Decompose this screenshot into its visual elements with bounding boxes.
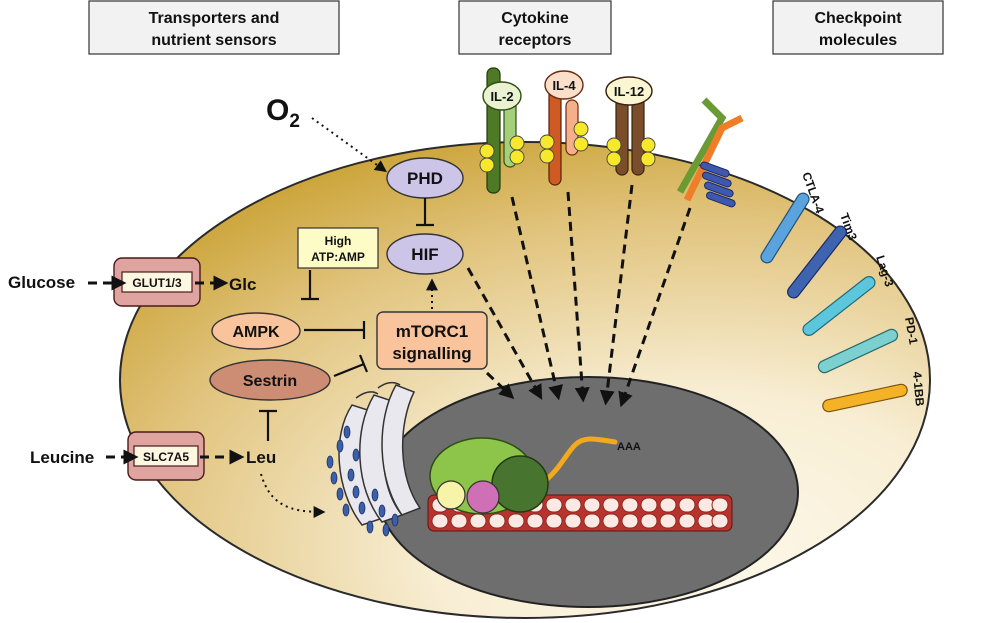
atp-amp-line1: High — [325, 234, 352, 248]
header-transporters: Transporters and nutrient sensors — [88, 0, 340, 55]
arrow-tcr-nucleus — [618, 207, 692, 408]
glut-label: GLUT1/3 — [132, 276, 182, 290]
poly-a-tail — [537, 436, 618, 488]
node-atp-amp: High ATP:AMP — [297, 227, 379, 269]
checkpoint-tim3: Tim3 — [787, 211, 860, 299]
glucose-label: Glucose — [8, 273, 75, 292]
glc-label: Glc — [229, 275, 256, 294]
tcr-complex — [676, 97, 744, 208]
endoplasmic-reticulum — [326, 381, 422, 537]
41bb-label: 4-1BB — [910, 371, 927, 407]
sestrin-label: Sestrin — [243, 373, 297, 390]
il4-receptor: IL-4 — [539, 70, 589, 186]
slc-label: SLC7A5 — [143, 450, 189, 464]
trna-yellow — [436, 480, 466, 510]
mtorc1-line1: mTORC1 — [396, 322, 468, 341]
arrow-mtorc1-nucleus — [485, 371, 515, 400]
inhibit-sestrin-mtorc1 — [333, 354, 369, 378]
inhibit-ampk-mtorc1 — [304, 321, 366, 339]
oxygen-label: O2 — [266, 94, 300, 132]
header-cytokine-line2: receptors — [499, 32, 572, 49]
phd-label: PHD — [407, 169, 443, 188]
inhibit-atp-ampk — [301, 270, 319, 301]
header-checkpoint-line2: molecules — [819, 32, 897, 49]
il12-receptor: IL-12 — [605, 76, 656, 176]
arrow-il4-nucleus — [566, 191, 590, 403]
checkpoint-pd1: PD-1 — [817, 316, 921, 374]
node-sestrin: Sestrin — [209, 359, 331, 401]
ampk-label: AMPK — [232, 324, 280, 341]
header-checkpoint: Checkpoint molecules — [772, 0, 944, 55]
glut-transporter: GLUT1/3 — [113, 257, 201, 307]
atp-amp-line2: ATP:AMP — [311, 250, 365, 264]
arrow-il2-nucleus — [510, 196, 563, 401]
leu-label: Leu — [246, 448, 276, 467]
trna-pink — [466, 480, 500, 514]
node-ampk: AMPK — [211, 312, 301, 350]
mtorc1-line2: signalling — [392, 344, 471, 363]
ribosome-complex: AAA — [427, 436, 733, 532]
il2-receptor: IL-2 — [479, 67, 525, 194]
il2-label: IL-2 — [490, 89, 513, 104]
hif-label: HIF — [411, 245, 438, 264]
header-checkpoint-line1: Checkpoint — [814, 10, 902, 27]
slc-transporter: SLC7A5 — [127, 431, 205, 481]
arrow-hif-nucleus — [466, 267, 543, 400]
node-phd: PHD — [386, 157, 464, 199]
node-mtorc1: mTORC1 signalling — [376, 311, 488, 370]
header-transporters-line1: Transporters and — [149, 10, 280, 27]
header-cytokine: Cytokine receptors — [458, 0, 612, 55]
ribosome-subunit-dark — [491, 455, 549, 513]
arrow-il12-nucleus — [599, 184, 634, 406]
il12-label: IL-12 — [614, 84, 644, 99]
inhibit-phd-hif — [416, 198, 434, 227]
pd1-label: PD-1 — [902, 316, 921, 346]
mrna-tail-label: AAA — [617, 441, 641, 453]
node-hif: HIF — [386, 233, 464, 275]
header-transporters-line2: nutrient sensors — [151, 32, 276, 49]
leucine-label: Leucine — [30, 448, 94, 467]
header-cytokine-line1: Cytokine — [501, 10, 569, 27]
inhibit-leu-sestrin — [259, 409, 277, 441]
il4-label: IL-4 — [552, 78, 576, 93]
checkpoint-41bb: 4-1BB — [822, 371, 927, 413]
